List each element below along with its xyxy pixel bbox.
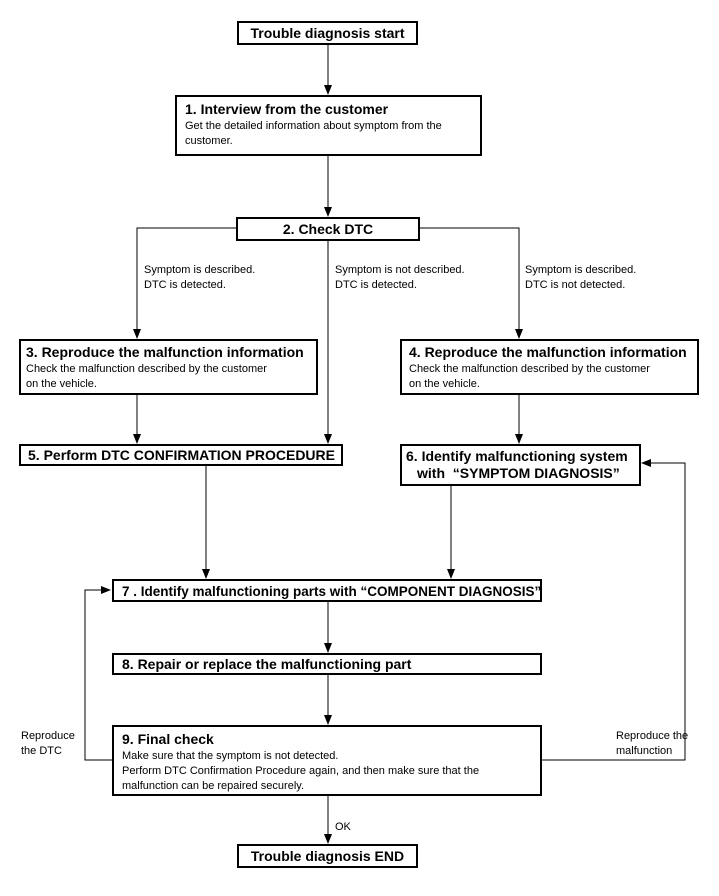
step4-text: Check the malfunction described by the c… [409,362,697,392]
step5-title: 5. Perform DTC CONFIRMATION PROCEDURE [28,447,335,463]
loop-right-label: Reproduce the malfunction [616,729,688,759]
start-label: Trouble diagnosis start [250,25,405,41]
step3-title: 3. Reproduce the malfunction information [26,344,304,360]
step6-box: 6. Identify malfunctioning system with “… [400,444,641,486]
step3-text-line2: on the vehicle. [26,378,97,390]
step1-text-line1: Get the detailed information about sympt… [185,120,442,132]
step4-title: 4. Reproduce the malfunction information [409,344,687,360]
branch-left-line2: DTC is detected. [144,279,226,291]
step8-box: 8. Repair or replace the malfunctioning … [112,653,542,675]
step9-text-line3: malfunction can be repaired securely. [122,780,305,792]
step7-title: 7 . Identify malfunctioning parts with “… [122,584,542,599]
step3-box: 3. Reproduce the malfunction information… [19,339,318,395]
step1-text-line2: customer. [185,135,233,147]
loop-left-line1: Reproduce [21,730,75,742]
step4-text-line2: on the vehicle. [409,378,480,390]
branch-middle-line1: Symptom is not described. [335,264,465,276]
step1-box: 1. Interview from the customer Get the d… [175,95,482,156]
loop-left-label: Reproduce the DTC [21,729,75,759]
branch-right-label: Symptom is described. DTC is not detecte… [525,263,636,293]
step3-text-line1: Check the malfunction described by the c… [26,363,267,375]
branch-left-line1: Symptom is described. [144,264,256,276]
step5-box: 5. Perform DTC CONFIRMATION PROCEDURE [19,444,343,466]
step3-text: Check the malfunction described by the c… [26,362,316,392]
branch-left-label: Symptom is described. DTC is detected. [144,263,255,293]
step7-box: 7 . Identify malfunctioning parts with “… [112,579,542,602]
step6-title-line1: 6. Identify malfunctioning system [406,448,628,464]
step9-text-line2: Perform DTC Confirmation Procedure again… [122,765,480,777]
branch-middle-label: Symptom is not described. DTC is detecte… [335,263,465,293]
step9-text-line1: Make sure that the symptom is not detect… [122,750,339,762]
step1-text: Get the detailed information about sympt… [185,119,480,149]
branch-right-line2: DTC is not detected. [525,279,626,291]
arrow-step9-loop-to-step6 [541,459,686,761]
arrow-step2-to-step3 [133,227,237,339]
loop-right-line2: malfunction [616,745,673,757]
arrow-step2-to-step4 [419,227,523,339]
step9-box: 9. Final check Make sure that the sympto… [112,725,542,796]
step4-box: 4. Reproduce the malfunction information… [400,339,699,395]
end-label: Trouble diagnosis END [250,848,405,864]
end-box: Trouble diagnosis END [237,844,418,868]
step1-title: 1. Interview from the customer [185,101,389,117]
step8-title: 8. Repair or replace the malfunctioning … [122,656,412,672]
start-box: Trouble diagnosis start [237,21,418,45]
step2-title: 2. Check DTC [282,221,374,237]
step4-text-line1: Check the malfunction described by the c… [409,363,650,375]
step2-box: 2. Check DTC [236,217,420,241]
arrow-step9-loop-to-step7 [84,586,112,761]
ok-label: OK [335,821,351,833]
step6-title-line2: with “SYMPTOM DIAGNOSIS” [417,465,620,481]
step9-title: 9. Final check [122,731,214,747]
loop-left-line2: the DTC [21,745,62,757]
step9-text: Make sure that the symptom is not detect… [122,749,540,794]
branch-right-line1: Symptom is described. [525,264,637,276]
loop-right-line1: Reproduce the [616,730,689,742]
branch-middle-line2: DTC is detected. [335,279,417,291]
